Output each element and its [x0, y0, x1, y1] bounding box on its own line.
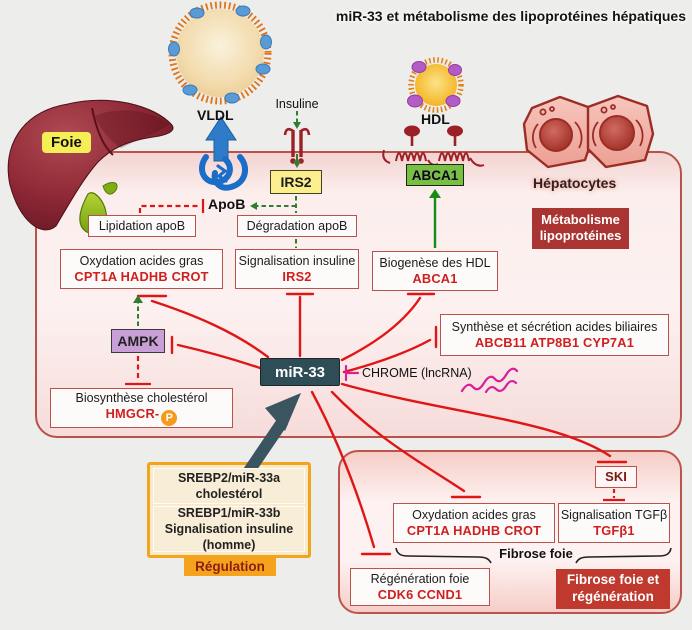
chrome-label: CHROME (lncRNA): [362, 366, 472, 380]
abca1-chip: ABCA1: [406, 164, 464, 186]
phospho-icon: P: [161, 410, 178, 427]
box-genes: IRS2: [282, 268, 312, 284]
metabolisme-badge-line2: lipoprotéines: [539, 228, 622, 244]
regulation-badge: Régulation: [184, 557, 276, 576]
box-genes: CPT1A HADHB CROT: [74, 268, 209, 284]
box-title: Signalisation TGFβ: [560, 507, 668, 522]
box-genes: TGFβ1: [593, 522, 635, 538]
box-genes: CDK6 CCND1: [377, 586, 463, 602]
ski-box: SKI: [595, 466, 637, 488]
metabolisme-badge-line1: Métabolisme: [541, 212, 620, 227]
vldl-label: VLDL: [197, 107, 234, 123]
box-biosynthese-cholesterol: Biosynthèse cholestérol HMGCR-P: [50, 388, 233, 428]
mir33-node: miR-33: [260, 358, 340, 386]
box-signalisation-tgfb: Signalisation TGFβ TGFβ1: [558, 503, 670, 543]
box-title: Synthèse et sécrétion acides biliaires: [451, 319, 658, 334]
fibrose-badge-line2: régénération: [572, 589, 654, 604]
box-genes: ABCB11 ATP8B1 CYP7A1: [474, 334, 635, 350]
ampk-chip: AMPK: [111, 329, 165, 353]
hdl-particle-icon: [407, 57, 464, 113]
diagram-title: miR-33 et métabolisme des lipoprotéines …: [335, 8, 686, 24]
box-title: Régénération foie: [370, 571, 470, 586]
box-genes: CPT1A HADHB CROT: [406, 522, 542, 538]
fibrose-foie-label: Fibrose foie: [499, 546, 573, 561]
srebp2-line2: cholestérol: [195, 487, 263, 501]
insuline-label: Insuline: [275, 97, 319, 111]
srebp1-line2: Signalisation insuline: [164, 521, 294, 536]
fibrose-regeneration-badge: Fibrose foie et régénération: [556, 569, 670, 609]
liver-label: Foie: [42, 132, 91, 153]
apob-label: ApoB: [208, 196, 246, 212]
hepatocytes-label: Hépatocytes: [533, 175, 617, 191]
box-title: Oxydation acides gras: [79, 253, 204, 268]
hdl-label: HDL: [421, 111, 450, 127]
box-title: Signalisation insuline: [238, 253, 356, 268]
metabolisme-badge: Métabolisme lipoprotéines: [532, 208, 629, 249]
srebp1-line3: (homme): [202, 538, 256, 553]
box-biogenese-hdl: Biogenèse des HDL ABCA1: [372, 251, 498, 291]
box-degradation-apob: Dégradation apoB: [237, 215, 357, 237]
box-regeneration-foie: Régénération foie CDK6 CCND1: [350, 568, 490, 606]
srebp1-line1: SREBP1/miR-33b: [177, 505, 281, 520]
srebp2-line1: SREBP2/miR-33a: [177, 470, 281, 485]
box-genes: HMGCR-P: [105, 406, 178, 427]
srebp2-section: SREBP2/miR-33a cholestérol: [153, 468, 305, 504]
box-signalisation-insuline: Signalisation insuline IRS2: [235, 249, 359, 289]
box-acides-biliaires: Synthèse et sécrétion acides biliaires A…: [440, 314, 669, 356]
box-title: Biogenèse des HDL: [379, 255, 491, 270]
vldl-particle-icon: [168, 1, 272, 105]
box-oxydation-acides-gras: Oxydation acides gras CPT1A HADHB CROT: [60, 249, 223, 289]
box-title: Oxydation acides gras: [412, 507, 536, 522]
box-genes: ABCA1: [412, 270, 458, 286]
hmgcr-label: HMGCR-: [105, 406, 160, 422]
srebp1-section: SREBP1/miR-33b Signalisation insuline (h…: [153, 506, 305, 552]
irs2-chip: IRS2: [270, 170, 322, 194]
box-oxydation-fibrose: Oxydation acides gras CPT1A HADHB CROT: [393, 503, 555, 543]
box-title: Biosynthèse cholestérol: [75, 390, 208, 405]
box-lipidation-apob: Lipidation apoB: [88, 215, 196, 237]
fibrose-badge-line1: Fibrose foie et: [566, 572, 660, 588]
